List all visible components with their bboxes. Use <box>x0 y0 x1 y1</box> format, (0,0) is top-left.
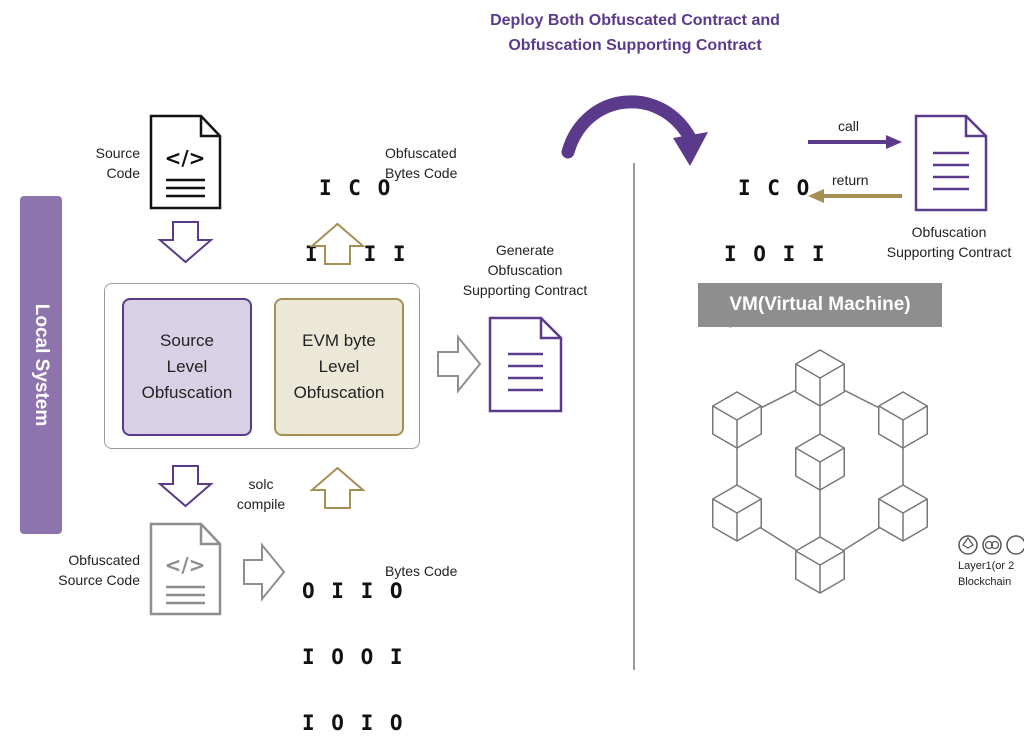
svg-text:</>: </> <box>165 146 206 170</box>
evm-level-line3: Obfuscation <box>293 383 385 402</box>
cube-node-icon <box>712 391 762 449</box>
up-arrow-icon <box>309 466 366 509</box>
bits-row: I O I I <box>724 242 827 266</box>
supporting-contract-line1: Obfuscation <box>911 224 987 240</box>
right-arrow-icon <box>243 542 286 602</box>
generate-line3: Supporting Contract <box>462 282 588 298</box>
call-return-arrows <box>808 135 902 203</box>
deploy-title: Deploy Both Obfuscated Contract and Obfu… <box>490 12 780 54</box>
cube-node-icon <box>795 433 845 491</box>
evm-byte-level-obfuscation-box: EVM byte Level Obfuscation <box>274 298 404 436</box>
local-system-bar <box>20 196 62 534</box>
obfuscated-bytes-code-label: Obfuscated Bytes Code <box>385 143 457 183</box>
source-level-obfuscation-box: Source Level Obfuscation <box>122 298 252 436</box>
layer-label: Layer1(or 2 Blockchain <box>958 558 1024 590</box>
layer-line2: Blockchain <box>958 576 1012 588</box>
chain-link-icon <box>982 535 1002 555</box>
obfuscated-source-document-icon: </> <box>149 522 222 616</box>
source-level-line3: Obfuscation <box>141 383 233 402</box>
source-code-label: Source Code <box>84 143 140 183</box>
cube-node-icon <box>878 391 928 449</box>
cube-node-icon <box>712 484 762 542</box>
source-level-line1: Source <box>160 331 214 350</box>
obfuscated-bytes-label-line1: Obfuscated <box>385 145 457 161</box>
source-code-label-line2: Code <box>106 165 140 181</box>
section-divider <box>633 163 635 670</box>
supporting-contract-line2: Supporting Contract <box>886 244 1012 260</box>
bits-row: I C O <box>738 176 812 200</box>
generated-contract-document-icon <box>488 316 563 413</box>
evm-level-line2: Level <box>318 357 360 376</box>
up-arrow-icon <box>309 222 366 265</box>
source-code-label-line1: Source <box>95 145 140 161</box>
vm-header: VM(Virtual Machine) <box>698 283 942 327</box>
deploy-curved-arrow <box>561 95 708 166</box>
ethereum-icon <box>958 535 978 555</box>
supporting-contract-document-icon <box>914 114 988 212</box>
bits-row: O I I O <box>302 579 405 603</box>
bytes-code-label: Bytes Code <box>385 563 458 579</box>
source-code-document-icon: </> <box>149 114 222 210</box>
obfuscated-source-line2: Source Code <box>58 572 140 588</box>
obfuscated-source-line1: Obfuscated <box>68 552 140 568</box>
supporting-contract-label: Obfuscation Supporting Contract <box>874 222 1024 262</box>
right-arrow-icon <box>437 334 482 394</box>
generate-line2: Obfuscation <box>487 262 563 278</box>
cube-node-icon <box>795 536 845 594</box>
evm-level-line1: EVM byte <box>302 331 376 350</box>
blockchain-network <box>712 349 928 594</box>
bits-row: I O O I <box>302 645 405 669</box>
down-arrow-icon <box>157 221 214 264</box>
solc-line1: solc <box>248 476 274 492</box>
bits-row: I O I O <box>302 711 405 735</box>
return-label: return <box>832 172 869 188</box>
down-arrow-icon <box>157 465 214 508</box>
chain-logos <box>958 535 1024 555</box>
generate-label: Generate Obfuscation Supporting Contract <box>450 240 600 300</box>
cube-node-icon <box>795 349 845 407</box>
bits-row: I C O <box>319 176 393 200</box>
obfuscated-source-code-label: Obfuscated Source Code <box>40 550 140 590</box>
svg-text:</>: </> <box>165 553 206 577</box>
solc-compile-label: solc compile <box>226 474 296 514</box>
call-label: call <box>838 118 860 134</box>
obfuscated-bytes-label-line2: Bytes Code <box>385 165 458 181</box>
solc-line2: compile <box>236 496 286 512</box>
flow-arrows <box>157 221 482 602</box>
generate-line1: Generate <box>495 242 555 258</box>
source-level-line2: Level <box>166 357 208 376</box>
polygon-icon <box>1006 535 1024 555</box>
layer-line1: Layer1(or 2 <box>958 560 1015 572</box>
cube-node-icon <box>878 484 928 542</box>
